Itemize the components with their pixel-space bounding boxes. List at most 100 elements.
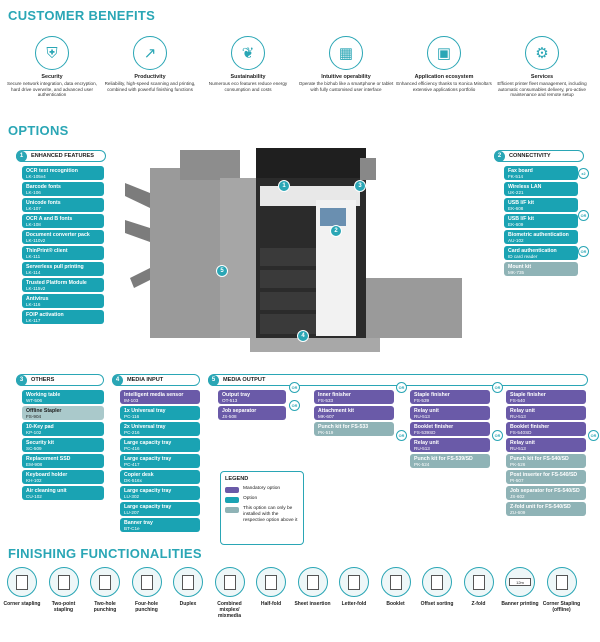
option-code: LK-106 xyxy=(26,190,41,195)
option-name: Post inserter for FS-540/SD xyxy=(510,472,578,478)
drawer-4 xyxy=(260,314,316,334)
benefit-title: Application ecosystem xyxy=(414,74,474,80)
finisher-body xyxy=(150,168,220,338)
finishing-label: Letter-fold xyxy=(341,601,367,607)
legend-title: LEGEND xyxy=(225,476,249,482)
marker-4[interactable]: 4 xyxy=(297,330,309,342)
benefit-desc: Numerous eco features reduce energy cons… xyxy=(208,81,288,92)
grid-icon: ▦ xyxy=(329,36,363,70)
option-name: OCR A and B fonts xyxy=(26,216,73,222)
section-number: 1 xyxy=(16,150,27,162)
finishing-item: Half-fold xyxy=(251,567,291,607)
finishing-12-icon xyxy=(463,567,494,597)
legend-swatch-dependent xyxy=(225,507,239,513)
marker-5[interactable]: 5 xyxy=(216,265,228,277)
finishing-label: Offset sorting xyxy=(420,601,454,607)
option-code: EK-609 xyxy=(508,222,524,227)
option-code: ID card reader xyxy=(508,254,538,259)
option-name: Inner finisher xyxy=(318,392,351,398)
marker-1[interactable]: 1 xyxy=(278,180,290,192)
drawer-3 xyxy=(260,292,316,310)
option-name: Attachment kit xyxy=(318,408,355,414)
or-badge: OR xyxy=(492,382,503,393)
marker-2[interactable]: 2 xyxy=(330,225,342,237)
finishing-4-icon xyxy=(131,567,162,597)
option-name: OCR text recognition xyxy=(26,168,78,174)
finishing-label: Banner printing xyxy=(501,601,539,607)
option-code: PC-216 xyxy=(124,430,140,435)
option-name: Booklet finisher xyxy=(414,424,454,430)
option-name: Booklet finisher xyxy=(510,424,550,430)
option-code: MK-607 xyxy=(318,414,335,419)
option-code: RU-513 xyxy=(510,446,526,451)
marker-3[interactable]: 3 xyxy=(354,180,366,192)
scanner-top xyxy=(256,148,366,178)
section-label: ENHANCED FEATURES xyxy=(31,153,94,159)
option-code: FS-533 xyxy=(318,398,334,403)
option-name: Banner tray xyxy=(124,520,153,526)
enhanced-features-header: 1 ENHANCED FEATURES xyxy=(16,150,106,162)
or-badge: OR xyxy=(289,382,300,393)
legend-dependent: This option can only be installed with t… xyxy=(243,506,298,523)
finisher-top xyxy=(180,150,240,180)
option-name: Staple finisher xyxy=(414,392,450,398)
option-code: PK-519 xyxy=(318,430,334,435)
finishing-label: Combined mixplex/ mixmedia xyxy=(217,601,242,619)
page-icon xyxy=(223,574,236,590)
finishing-label: Duplex xyxy=(179,601,197,607)
option-name: FOIP activation xyxy=(26,312,64,318)
